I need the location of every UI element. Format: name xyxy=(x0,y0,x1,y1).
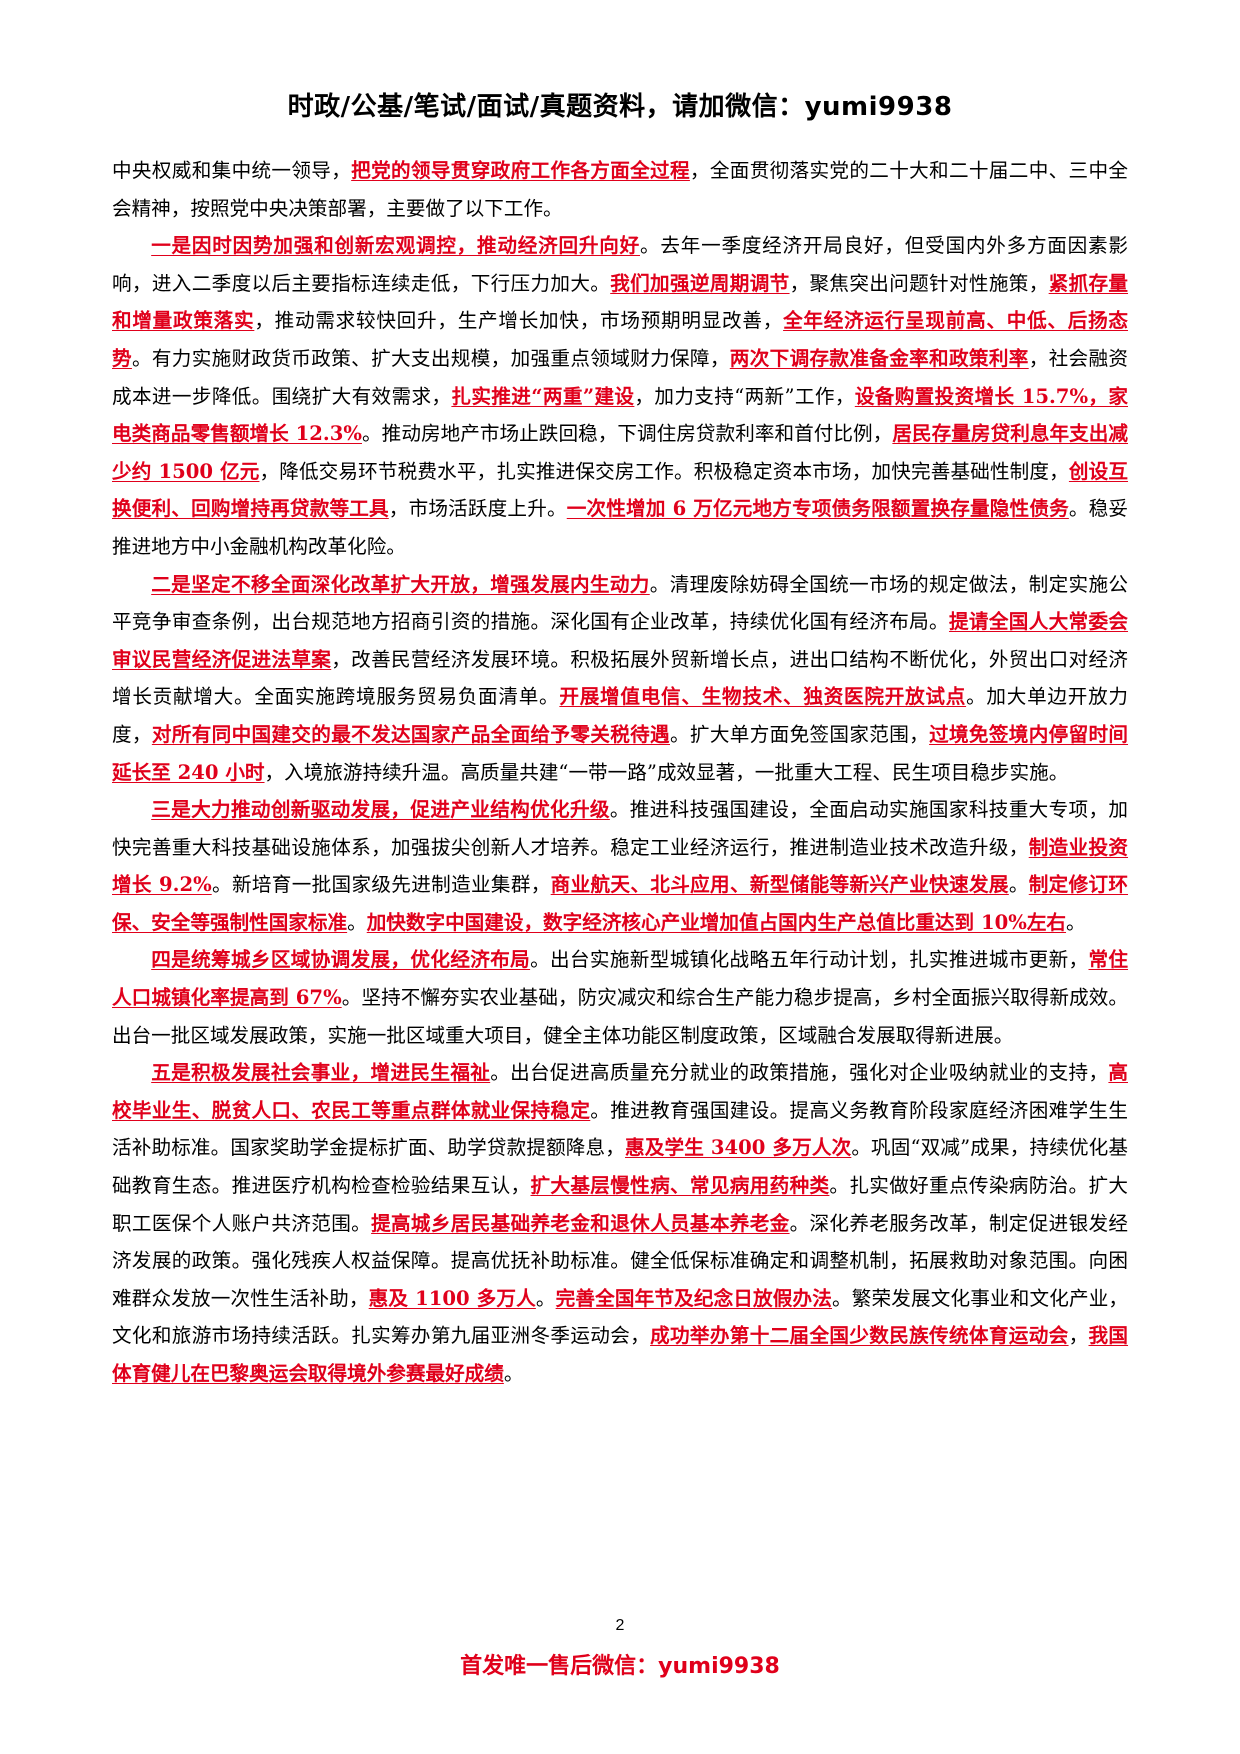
body-text: 。繁荣发展文化事业和文化产业，文化和旅游市场持续活跃。扎实筹办第九届亚洲冬季运动… xyxy=(112,1286,1129,1348)
body-text: ， xyxy=(1068,1324,1089,1348)
body-text: ，降低交易环节税费水平，扎实推进保交房工作。积极稳定资本市场，加快完善基础性制度… xyxy=(259,459,1069,483)
body-text: 中央权威和集中统一领导， xyxy=(112,159,352,182)
paragraph: 一是因时因势加强和创新宏观调控，推动经济回升向好。去年一季度经济开局良好，但受国… xyxy=(112,227,1128,565)
highlighted-text: 全年经济运行呈现前高、中低、后扬态势 xyxy=(112,309,1129,370)
body-text: 。扩大单方面免签国家范围， xyxy=(670,722,930,746)
body-text: 。稳妥推进地方中小金融机构改革化险。 xyxy=(112,497,1129,558)
highlighted-text: 加快数字中国建设，数字经济核心产业增加值占国内生产总值比重达到 10%左右 xyxy=(366,910,1067,934)
highlighted-text: 常住人口城镇化率提高到 67% xyxy=(112,948,1129,1010)
highlighted-text: 提请全国人大常委会审议民营经济促进法草案 xyxy=(112,610,1129,671)
paragraph: 四是统筹城乡区域协调发展，优化经济布局。出台实施新型城镇化战略五年行动计划，扎实… xyxy=(112,941,1128,1054)
body-text: 。 xyxy=(1008,873,1029,897)
paragraph: 中央权威和集中统一领导，把党的领导贯穿政府工作各方面全过程，全面贯彻落实党的二十… xyxy=(112,152,1128,227)
body-text: 。清理废除妨碍全国统一市场的规定做法，制定实施公平竞争审查条例，出台规范地方招商… xyxy=(112,572,1129,634)
highlighted-text: 五是积极发展社会事业，增进民生福祉 xyxy=(151,1061,491,1085)
page-header: 时政/公基/笔试/面试/真题资料，请加微信：yumi9938 xyxy=(287,92,953,122)
highlighted-text: 扎实推进“两重”建设 xyxy=(451,384,635,408)
highlighted-text: 三是大力推动创新驱动发展，促进产业结构优化升级 xyxy=(151,798,610,822)
highlighted-text: 居民存量房贷利息年支出减少约 1500 亿元 xyxy=(112,422,1129,483)
paragraph: 二是坚定不移全面深化改革扩大开放，增强发展内生动力。清理废除妨碍全国统一市场的规… xyxy=(112,566,1128,792)
highlighted-text: 提高城乡居民基础养老金和退休人员基本养老金 xyxy=(371,1211,790,1235)
paragraph: 三是大力推动创新驱动发展，促进产业结构优化升级。推进科技强国建设，全面启动实施国… xyxy=(112,791,1128,941)
highlighted-text: 我国体育健儿在巴黎奥运会取得境外参赛最好成绩 xyxy=(112,1324,1129,1385)
highlighted-text: 扩大基层慢性病、常见病用药种类 xyxy=(530,1174,830,1198)
highlighted-text: 完善全国年节及纪念日放假办法 xyxy=(555,1286,833,1310)
highlighted-text: 我们加强逆周期调节 xyxy=(610,271,790,295)
highlighted-text: 创设互换便利、回购增持再贷款等工具 xyxy=(112,459,1129,521)
body-text: 。推动房地产市场止跌回稳，下调住房贷款利率和首付比例， xyxy=(361,422,893,446)
highlighted-text: 一是因时因势加强和创新宏观调控，推动经济回升向好 xyxy=(151,234,640,258)
highlighted-text: 制定修订环保、安全等强制性国家标准 xyxy=(112,873,1129,934)
body-text: 。加大单边开放力度， xyxy=(112,685,1129,746)
paragraph: 五是积极发展社会事业，增进民生福祉。出台促进高质量充分就业的政策措施，强化对企业… xyxy=(112,1054,1128,1392)
body-text: 。巩固“双减”成果，持续优化基础教育生态。推进医疗机构检查检验结果互认， xyxy=(112,1136,1129,1198)
highlighted-text: 过境免签境内停留时间延长至 240 小时 xyxy=(112,722,1129,784)
body-text: ，全面贯彻落实党的二十大和二十届二中、三中全会精神，按照党中央决策部署，主要做了… xyxy=(112,159,1129,220)
body-text: 。坚持不懈夯实农业基础，防灾减灾和综合生产能力稳步提高，乡村全面振兴取得新成效。… xyxy=(112,986,1128,1047)
body-text: 。 xyxy=(503,1362,524,1385)
document-body: 中央权威和集中统一领导，把党的领导贯穿政府工作各方面全过程，全面贯彻落实党的二十… xyxy=(112,152,1128,1393)
body-text: ，聚焦突出问题针对性施策， xyxy=(789,271,1049,295)
highlighted-text: 二是坚定不移全面深化改革扩大开放，增强发展内生动力 xyxy=(151,572,650,596)
highlighted-text: 紧抓存量和增量政策落实 xyxy=(112,271,1129,333)
body-text: ，推动需求较快回升，生产增长加快，市场预期明显改善， xyxy=(254,309,784,333)
highlighted-text: 一次性增加 6 万亿元地方专项债务限额置换存量隐性债务 xyxy=(566,497,1069,521)
highlighted-text: 设备购置投资增长 15.7%，家电类商品零售额增长 12.3% xyxy=(112,384,1128,446)
body-text: ，改善民营经济发展环境。积极拓展外贸新增长点，进出口结构不断优化，外贸出口对经济… xyxy=(112,647,1129,709)
body-text: ，市场活跃度上升。 xyxy=(388,497,567,521)
body-text: 。新培育一批国家级先进制造业集群， xyxy=(211,873,551,897)
highlighted-text: 四是统筹城乡区域协调发展，优化经济布局 xyxy=(151,948,531,972)
body-text: 。 xyxy=(535,1286,556,1310)
body-text: 。 xyxy=(1066,910,1086,934)
body-text: ，入境旅游持续升温。高质量共建“一带一路”成效显著，一批重大工程、民生项目稳步实… xyxy=(264,760,1069,784)
highlighted-text: 成功举办第十二届全国少数民族传统体育运动会 xyxy=(650,1324,1069,1348)
highlighted-text: 制造业投资增长 9.2% xyxy=(112,835,1129,897)
highlighted-text: 惠及 1100 多万人 xyxy=(368,1286,536,1310)
highlighted-text: 对所有同中国建交的最不发达国家产品全面给予零关税待遇 xyxy=(151,722,670,746)
highlighted-text: 惠及学生 3400 多万人次 xyxy=(625,1136,852,1160)
body-text: 。扎实做好重点传染病防治。扩大职工医保个人账户共济范围。 xyxy=(112,1174,1129,1235)
body-text: 。 xyxy=(347,910,367,934)
body-text: ，社会融资成本进一步降低。围绕扩大有效需求， xyxy=(112,346,1129,408)
highlighted-text: 把党的领导贯穿政府工作各方面全过程 xyxy=(351,159,690,182)
page-footer: 首发唯一售后微信：yumi9938 xyxy=(460,1654,780,1679)
highlighted-text: 开展增值电信、生物技术、独资医院开放试点 xyxy=(559,685,967,709)
body-text: 。推进科技强国建设，全面启动实施国家科技重大专项，加快完善重大科技基础设施体系，… xyxy=(112,798,1129,859)
body-text: 。推进教育强国建设。提高义务教育阶段家庭经济困难学生生活补助标准。国家奖助学金提… xyxy=(112,1098,1129,1160)
body-text: 。出台促进高质量充分就业的政策措施，强化对企业吸纳就业的支持， xyxy=(490,1061,1109,1085)
body-text: 。有力实施财政货币政策、扩大支出规模，加强重点领域财力保障， xyxy=(131,346,730,370)
highlighted-text: 两次下调存款准备金率和政策利率 xyxy=(729,346,1029,370)
highlighted-text: 高校毕业生、脱贫人口、农民工等重点群体就业保持稳定 xyxy=(112,1061,1128,1122)
page-number: 2 xyxy=(615,1617,625,1634)
body-text: 。出台实施新型城镇化战略五年行动计划，扎实推进城市更新， xyxy=(530,948,1089,972)
body-text: 。深化养老服务改革，制定促进银发经济发展的政策。强化残疾人权益保障。提高优抚补助… xyxy=(112,1211,1129,1310)
body-text: 。去年一季度经济开局良好，但受国内外多方面因素影响，进入二季度以后主要指标连续走… xyxy=(112,234,1129,295)
highlighted-text: 商业航天、北斗应用、新型储能等新兴产业快速发展 xyxy=(550,873,1009,897)
body-text: ，加力支持“两新”工作， xyxy=(634,384,855,408)
